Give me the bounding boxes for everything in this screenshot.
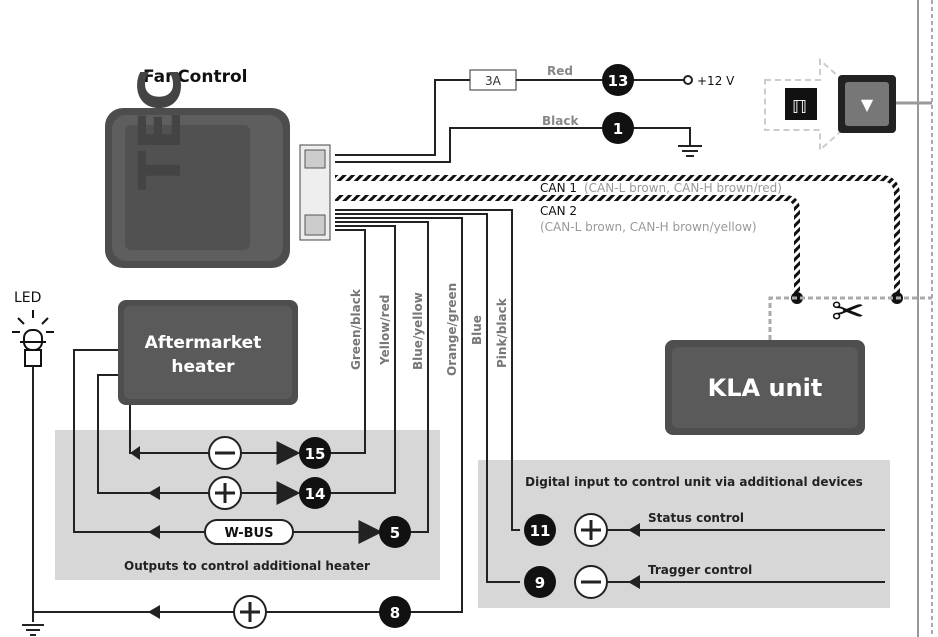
fuse-label: 3A (485, 74, 502, 88)
pin-13-label: 13 (608, 72, 629, 90)
wbus-box (204, 519, 294, 545)
pin-1 (602, 112, 634, 144)
kla-unit-box (665, 340, 865, 435)
pin-15 (299, 437, 331, 469)
fancontrol-title: FanControl (143, 67, 247, 87)
wire-label-yellow-red: Yellow/red (378, 295, 392, 366)
can1-detail: (CAN-L brown, CAN-H brown/red) (584, 181, 782, 195)
black-wire (335, 127, 691, 163)
kla-can-link (768, 296, 932, 340)
tec-logo: TEC (126, 68, 194, 190)
pin-13 (602, 64, 634, 96)
pin-11-label: 11 (530, 522, 551, 540)
can2-label: CAN 2 (540, 204, 577, 218)
black-wire-label: Black (542, 114, 579, 128)
pin-5 (379, 516, 411, 548)
wire-label-orange-green: Orange/green (445, 283, 459, 376)
can2-detail: (CAN-L brown, CAN-H brown/yellow) (540, 220, 757, 234)
digital-caption: Digital input to control unit via additi… (525, 475, 863, 489)
wire-orange-green (335, 217, 463, 613)
pin-8-label: 8 (390, 604, 400, 622)
arrow-5 (148, 525, 160, 539)
wire-yellow-red (330, 225, 396, 494)
pin-5-label: 5 (390, 524, 400, 542)
pin-14-label: 14 (305, 485, 326, 503)
wire-blue-yellow (335, 221, 429, 533)
can1-wire (335, 175, 900, 298)
can1-label: CAN 1 (540, 181, 577, 195)
heater-label-line1: Aftermarket (145, 333, 262, 353)
scissors-icon: ✂ (831, 289, 865, 335)
pin-15-label: 15 (305, 445, 326, 463)
wire-label-blue: Blue (470, 315, 484, 345)
arrow-14 (148, 486, 160, 500)
supply-terminal (683, 75, 693, 85)
pin-9 (524, 566, 556, 598)
wbus-label: W-BUS (225, 526, 274, 541)
wire-green-black (330, 229, 366, 454)
kla-unit-label: KLA unit (708, 374, 823, 402)
outputs-panel (55, 430, 440, 580)
control-button-device: ℿ ▼ (764, 57, 932, 153)
ground-symbol (678, 145, 702, 157)
red-wire (335, 79, 470, 156)
pin-14 (299, 477, 331, 509)
wire-pink-black (335, 209, 520, 531)
trigger-control-label: Tragger control (648, 563, 752, 577)
wire-label-blue-yellow: Blue/yellow (411, 292, 425, 370)
led-icon (12, 310, 54, 367)
aftermarket-heater-box (118, 300, 298, 405)
arrow-15 (130, 446, 140, 460)
heater-label-line2: heater (171, 357, 235, 377)
wire-label-green-black: Green/black (349, 288, 363, 370)
fancontrol-device: TEC (105, 68, 331, 268)
output-14-line (97, 374, 301, 505)
pin-9-label: 9 (535, 574, 545, 592)
led-ground-symbol (22, 624, 44, 636)
down-arrow-icon: ▼ (861, 95, 874, 114)
pin-11 (524, 514, 556, 546)
red-wire-label: Red (547, 64, 573, 78)
outputs-caption: Outputs to control additional heater (124, 559, 370, 573)
led-label: LED (14, 290, 41, 306)
pin-1-label: 1 (613, 120, 623, 138)
arrow-8 (148, 605, 160, 619)
wire-label-pink-black: Pink/black (495, 297, 509, 368)
status-control-label: Status control (648, 511, 744, 525)
can2-wire (335, 195, 800, 298)
pin-8 (379, 596, 411, 628)
supply-label: +12 V (697, 74, 735, 88)
fan-icon: ℿ (792, 97, 807, 118)
wire-blue (335, 213, 520, 583)
